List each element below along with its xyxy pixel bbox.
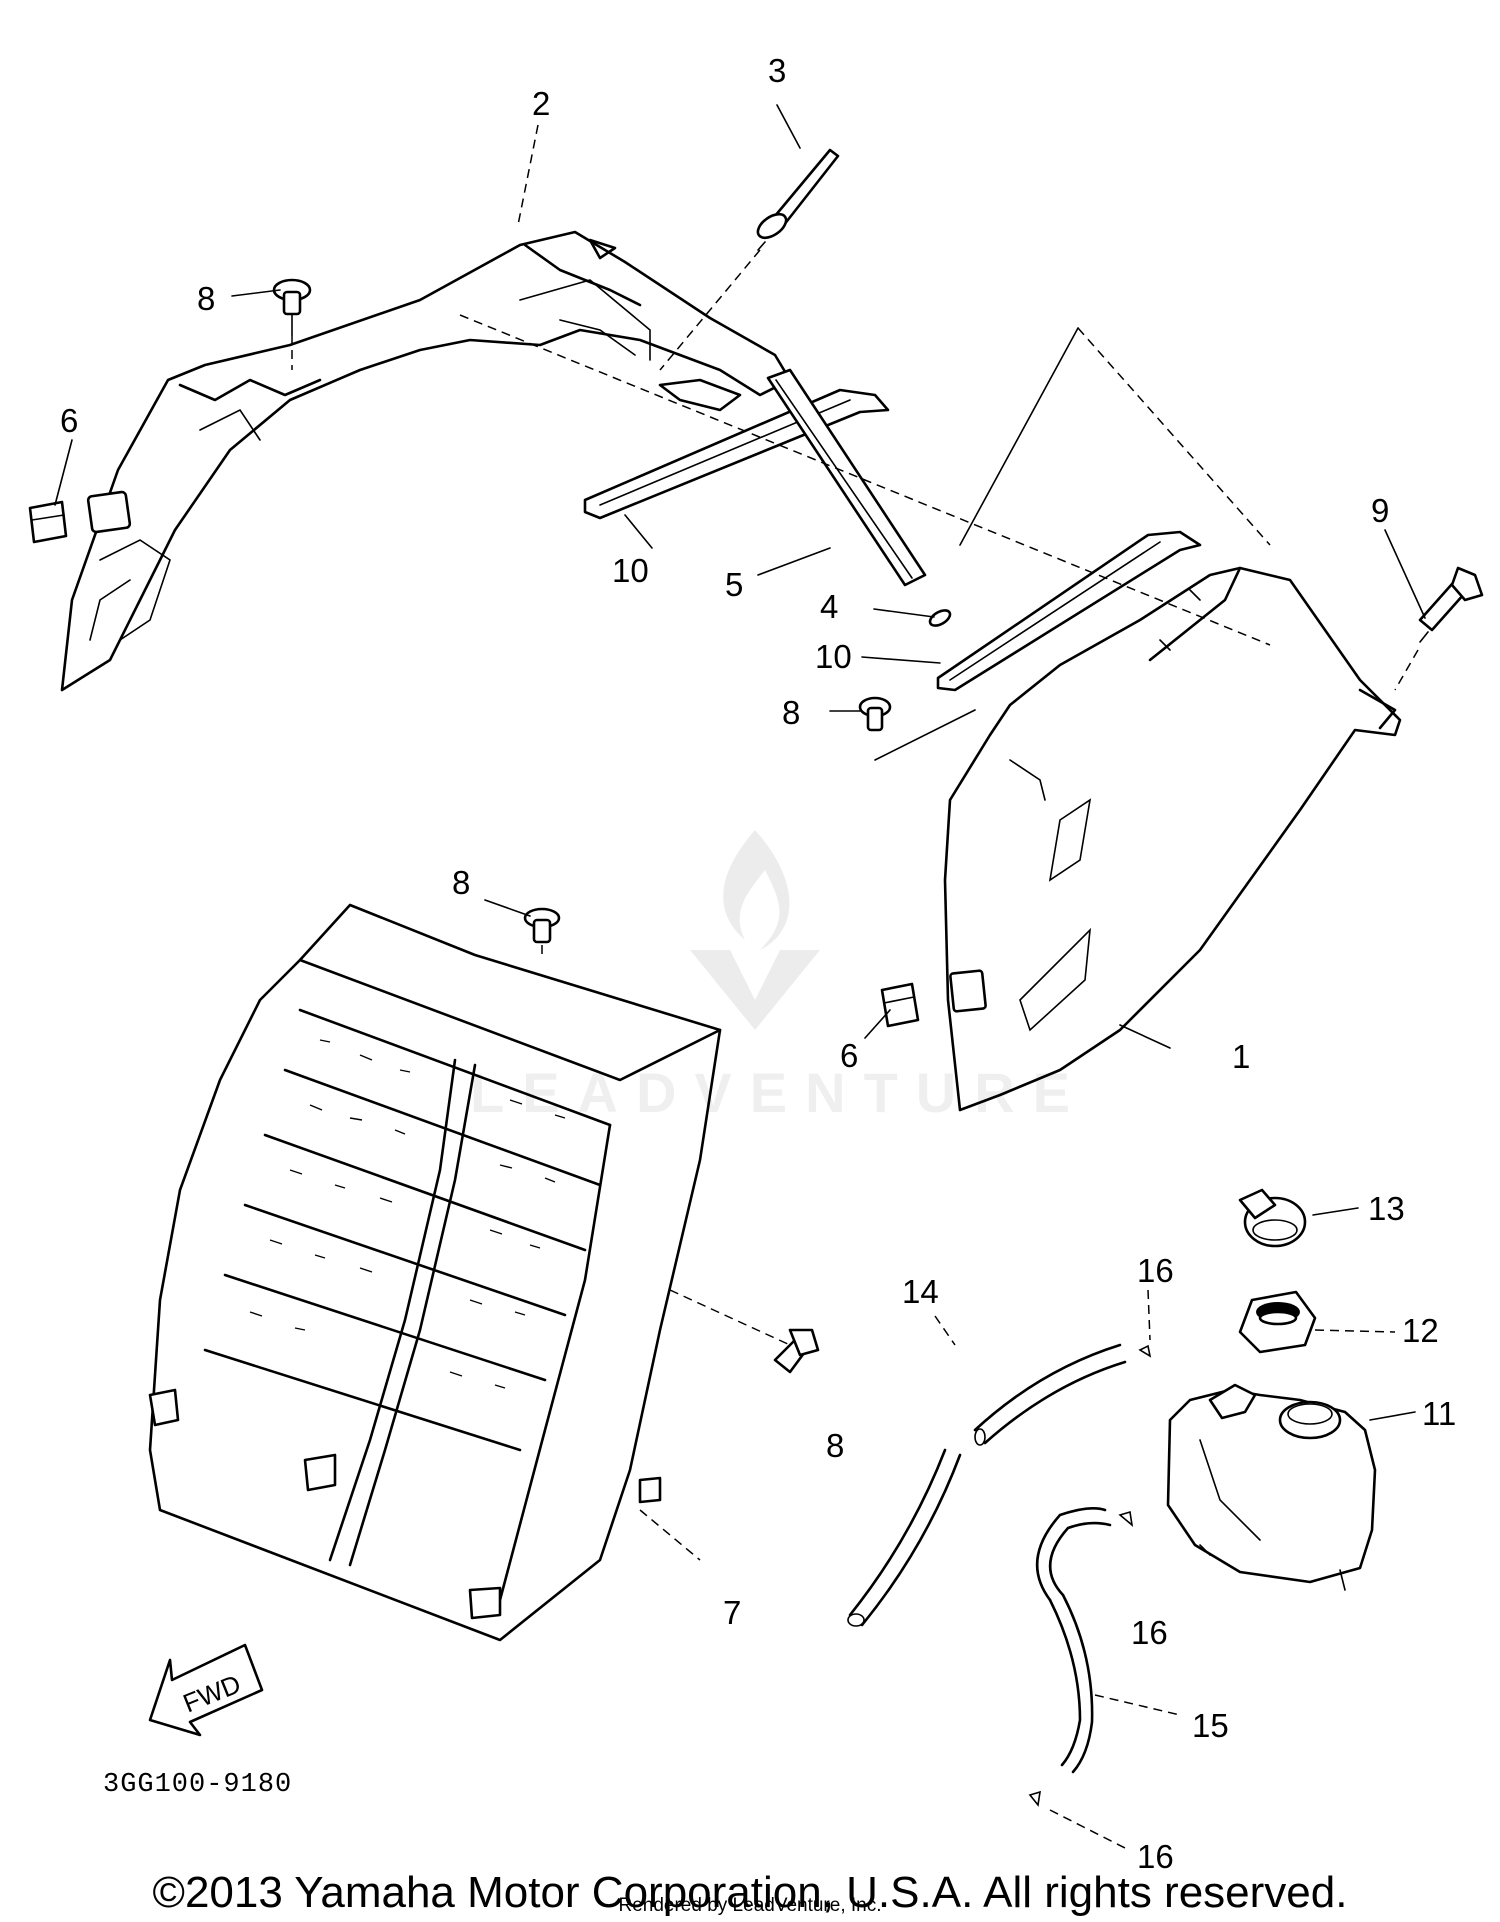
part-7-front-grille: [148, 903, 722, 1642]
leader-lines: [54, 104, 1426, 1849]
part-16-clamp-c: [1028, 1790, 1041, 1807]
callout-8-grille: 8: [452, 864, 470, 901]
part-10-trim-strip-lower: [936, 530, 1202, 692]
callout-16-bottom: 16: [1137, 1838, 1174, 1875]
part-14-hose-lower: [847, 1448, 962, 1627]
callout-8-top-left: 8: [197, 280, 215, 317]
part-16-clamp-b: [1118, 1510, 1134, 1527]
part-8-screw-grille: [523, 907, 561, 944]
copyright-notice: ©2013 Yamaha Motor Corporation, U.S.A. A…: [152, 1868, 1348, 1917]
part-4-nut: [928, 609, 952, 627]
callout-4: 4: [820, 588, 838, 625]
callout-13: 13: [1368, 1190, 1405, 1227]
part-8-screw-mid-right: [858, 696, 892, 732]
part-12-filler-neck: [1238, 1290, 1317, 1354]
callout-2: 2: [532, 85, 550, 122]
callout-10-lower: 10: [815, 638, 852, 675]
watermark-text: LEADVENTURE: [470, 1061, 1089, 1124]
callout-16-middle: 16: [1131, 1614, 1168, 1651]
part-2-left-cowl: [60, 230, 792, 692]
callout-14: 14: [902, 1273, 939, 1310]
leadventure-logo-icon: [690, 830, 820, 1030]
part-3-pin: [756, 148, 840, 251]
part-8-screw-top-left: [272, 278, 312, 336]
grille-mesh-texture: [249, 1039, 566, 1389]
part-5-reflector-strip: [766, 368, 927, 587]
rendered-by-notice: Rendered by LeadVenture, Inc.: [618, 1895, 882, 1916]
callout-11: 11: [1422, 1395, 1456, 1432]
callout-3: 3: [768, 52, 786, 89]
callout-labels: 1 2 3 4 5 6 6 7 8 8 8 8 9 10 10 11 12 13…: [60, 52, 1456, 1875]
callout-16-top: 16: [1137, 1252, 1174, 1289]
callout-6-left: 6: [60, 402, 78, 439]
callout-1: 1: [1232, 1038, 1250, 1075]
callout-10-upper: 10: [612, 552, 649, 589]
callout-6-right: 6: [840, 1037, 858, 1074]
callout-8-grille-side: 8: [826, 1427, 844, 1464]
part-9-bolt: [1418, 566, 1484, 643]
callout-9: 9: [1371, 492, 1389, 529]
part-1-right-cowl: [943, 566, 1402, 1112]
callout-15: 15: [1192, 1707, 1229, 1744]
callout-12: 12: [1402, 1312, 1439, 1349]
part-14-hose-upper: [973, 1343, 1127, 1446]
callout-5: 5: [725, 566, 743, 603]
diagram-code: 3GG100-9180: [103, 1770, 293, 1800]
part-16-clamp-a: [1138, 1344, 1152, 1358]
part-15-hose: [1035, 1507, 1112, 1774]
fwd-arrow-icon: FWD: [148, 1643, 264, 1737]
part-6-clip-left: [28, 500, 68, 544]
part-13-tank-cap: [1238, 1188, 1307, 1248]
part-6-clip-right: [880, 982, 920, 1028]
callout-8-mid-right: 8: [782, 694, 800, 731]
part-8-screw-grille-side: [773, 1328, 820, 1374]
part-11-reservoir-tank: [1166, 1383, 1377, 1591]
callout-7: 7: [723, 1594, 741, 1631]
